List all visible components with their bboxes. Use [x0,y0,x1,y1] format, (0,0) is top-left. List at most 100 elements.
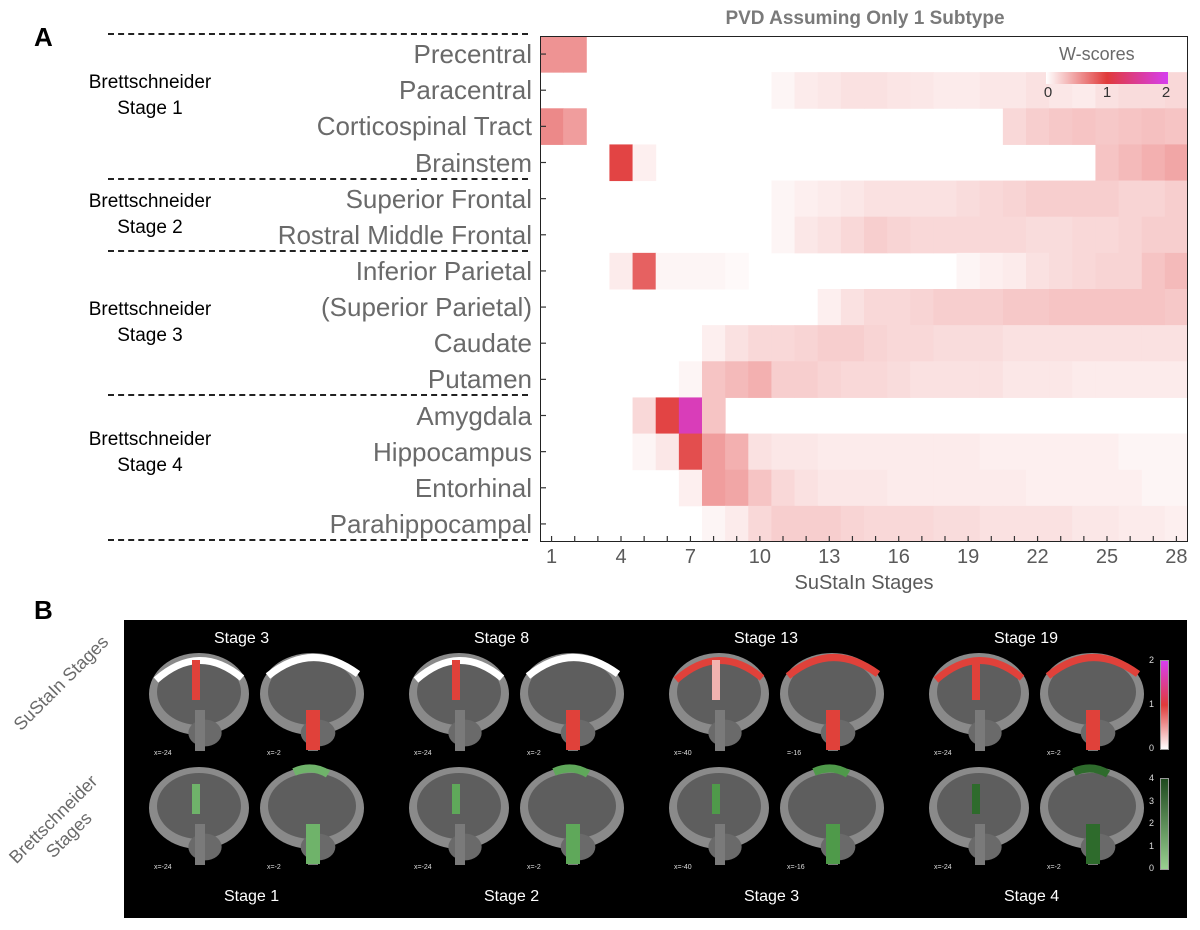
heatmap-cell [794,361,819,398]
heatmap-cell [1072,505,1096,542]
heatmap-cell [887,216,911,254]
heatmap-cell [1026,72,1050,109]
heatmap-cell [1002,325,1027,362]
highlighted-region [525,654,621,679]
heatmap-cell [1026,252,1050,290]
slice-coordinate: x=-2 [1047,750,1061,757]
heatmap-cell [1141,180,1166,218]
heatmap-cell [910,216,934,254]
heatmap-cell [1002,252,1027,290]
heatmap-cell [817,361,842,398]
heatmap-cell [725,505,749,542]
heatmap-cell [817,180,842,218]
highlighted-region [826,824,840,864]
highlighted-region [452,784,460,814]
heatmap-cell [910,180,934,218]
heatmap-cell [1095,252,1120,290]
heatmap-cell [563,36,587,73]
bottom-stage-label: Stage 1 [224,888,280,905]
heatmap-cell [1164,505,1188,542]
heatmap-cell [933,216,958,254]
top-stage-label: Stage 8 [474,630,530,647]
panel-a-letter: A [34,22,53,52]
heatmap-cell [979,216,1004,254]
heatmap-cell [1072,252,1096,290]
heatmap-cell [771,180,796,218]
heatmap-cell [979,289,1004,326]
heatmap-cell [702,325,726,362]
heatmap-cell [1164,108,1188,145]
heatmap-cell [1095,216,1120,254]
heatmap-cell [702,505,726,542]
highlighted-region [712,784,720,814]
heatmap-cell [1118,325,1143,362]
heatmap-cell [1141,144,1166,182]
row-label: Corticospinal Tract [316,111,532,142]
heatmap-plot [540,36,1188,542]
highlighted-region [306,710,320,750]
brainstem-shape [715,824,725,865]
heatmap-cell [933,289,958,326]
top-stage-label: Stage 13 [734,630,799,647]
heatmap-cell [1026,433,1050,471]
heatmap-cell [1002,289,1027,326]
heatmap-cell [702,397,726,435]
slice-coordinate: x=-24 [154,750,172,757]
heatmap-cell [1118,505,1143,542]
heatmap-cell [1141,361,1166,398]
heatmap-cell [1118,252,1143,290]
heatmap-cell [840,469,865,507]
heatmap-cell [771,216,796,254]
heatmap-cell [817,289,842,326]
chart-title: PVD Assuming Only 1 Subtype [725,8,1005,29]
heatmap-cell [678,361,703,398]
heatmap-cell [632,397,657,435]
heatmap-cell [1095,505,1120,542]
heatmap-cell [979,469,1004,507]
row-label: Superior Frontal [345,183,532,214]
brettschneider-colorbar-tick: 1 [1149,840,1155,851]
heatmap-cell [1072,361,1096,398]
heatmap-cell [1141,216,1166,254]
heatmap-cell [840,505,865,542]
heatmap-cell [540,108,564,145]
heatmap-cell [1026,361,1050,398]
heatmap-cell [1118,144,1143,182]
highlighted-region [785,654,881,679]
slice-coordinate: x=-2 [527,864,541,871]
slice-coordinate: x=-24 [934,864,952,871]
heatmap-cell [979,505,1004,542]
heatmap-cell [771,505,796,542]
heatmap-cell [563,108,587,145]
heatmap-cell [794,180,819,218]
heatmap-cell [864,325,888,362]
heatmap-cell [817,469,842,507]
x-tick-label: 19 [957,546,980,568]
heatmap-cell [632,144,657,182]
heatmap-cell [1095,108,1120,145]
highlighted-region [566,824,580,864]
heatmap-cell [1072,469,1096,507]
colorbar-title: W-scores [1059,44,1135,64]
heatmap-cell [864,289,888,326]
sustain-colorbar [1160,660,1169,750]
heatmap-cell [910,469,934,507]
heatmap-cell [1141,433,1166,471]
heatmap-cell [632,252,657,290]
heatmap-cell [1118,180,1143,218]
brain-slice-inner [1048,773,1136,839]
heatmap-cell [678,252,703,290]
heatmap-cell [1118,433,1143,471]
x-tick-label: 22 [1026,546,1049,568]
heatmap-cell [1026,505,1050,542]
heatmap-cell [655,252,680,290]
heatmap-cell [933,361,958,398]
highlighted-region [452,660,460,700]
row-label: Rostral Middle Frontal [277,219,532,250]
panel-b-row-label: Brettschneider Stages [5,771,102,868]
x-tick-label: 7 [684,546,696,568]
heatmap-cell [1002,361,1027,398]
